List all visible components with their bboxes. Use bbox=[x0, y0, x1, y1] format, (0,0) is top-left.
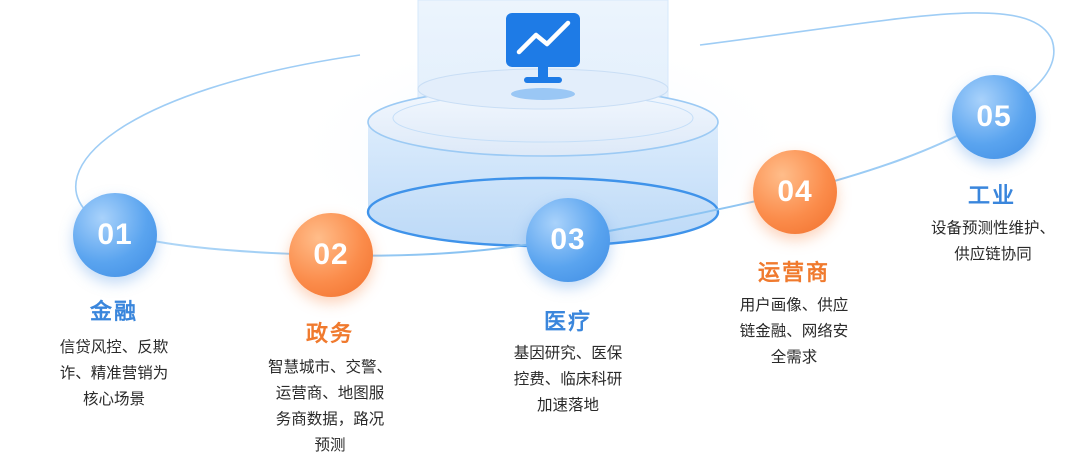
step-05-description: 设备预测性维护、 供应链协同 bbox=[930, 219, 1055, 263]
step-05-number: 05 bbox=[976, 100, 1012, 133]
step-04-circle: 04 bbox=[753, 150, 837, 234]
step-05-circle: 05 bbox=[952, 75, 1036, 159]
step-01-title: 金融 bbox=[89, 300, 138, 325]
podium-side bbox=[368, 122, 718, 246]
step-04-description: 用户画像、供应 链金融、网络安 全需求 bbox=[739, 296, 849, 366]
step-01-description: 信贷风控、反欺 诈、精准营销为 核心场景 bbox=[59, 338, 169, 408]
orbit-ring-back-right bbox=[699, 12, 1055, 113]
step-03-number: 03 bbox=[550, 223, 586, 256]
step-05-title: 工业 bbox=[967, 184, 1016, 209]
monitor-shadow bbox=[511, 88, 575, 100]
step-01-number: 01 bbox=[97, 218, 133, 251]
monitor-chart-icon bbox=[506, 13, 580, 83]
step-02-title: 政务 bbox=[305, 322, 354, 347]
step-02-number: 02 bbox=[313, 238, 349, 271]
step-03-description: 基因研究、医保 控费、临床科研 加速落地 bbox=[513, 344, 623, 414]
step-04-title: 运营商 bbox=[757, 261, 830, 286]
step-04-number: 04 bbox=[777, 175, 813, 208]
step-02-circle: 02 bbox=[289, 213, 373, 297]
step-02-description: 智慧城市、交警、 运营商、地图服 务商数据，路况 预测 bbox=[267, 358, 392, 454]
step-01-circle: 01 bbox=[73, 193, 157, 277]
step-03-title: 医疗 bbox=[543, 310, 592, 335]
orbit-ring-back-left bbox=[74, 54, 361, 216]
step-03-circle: 03 bbox=[526, 198, 610, 282]
